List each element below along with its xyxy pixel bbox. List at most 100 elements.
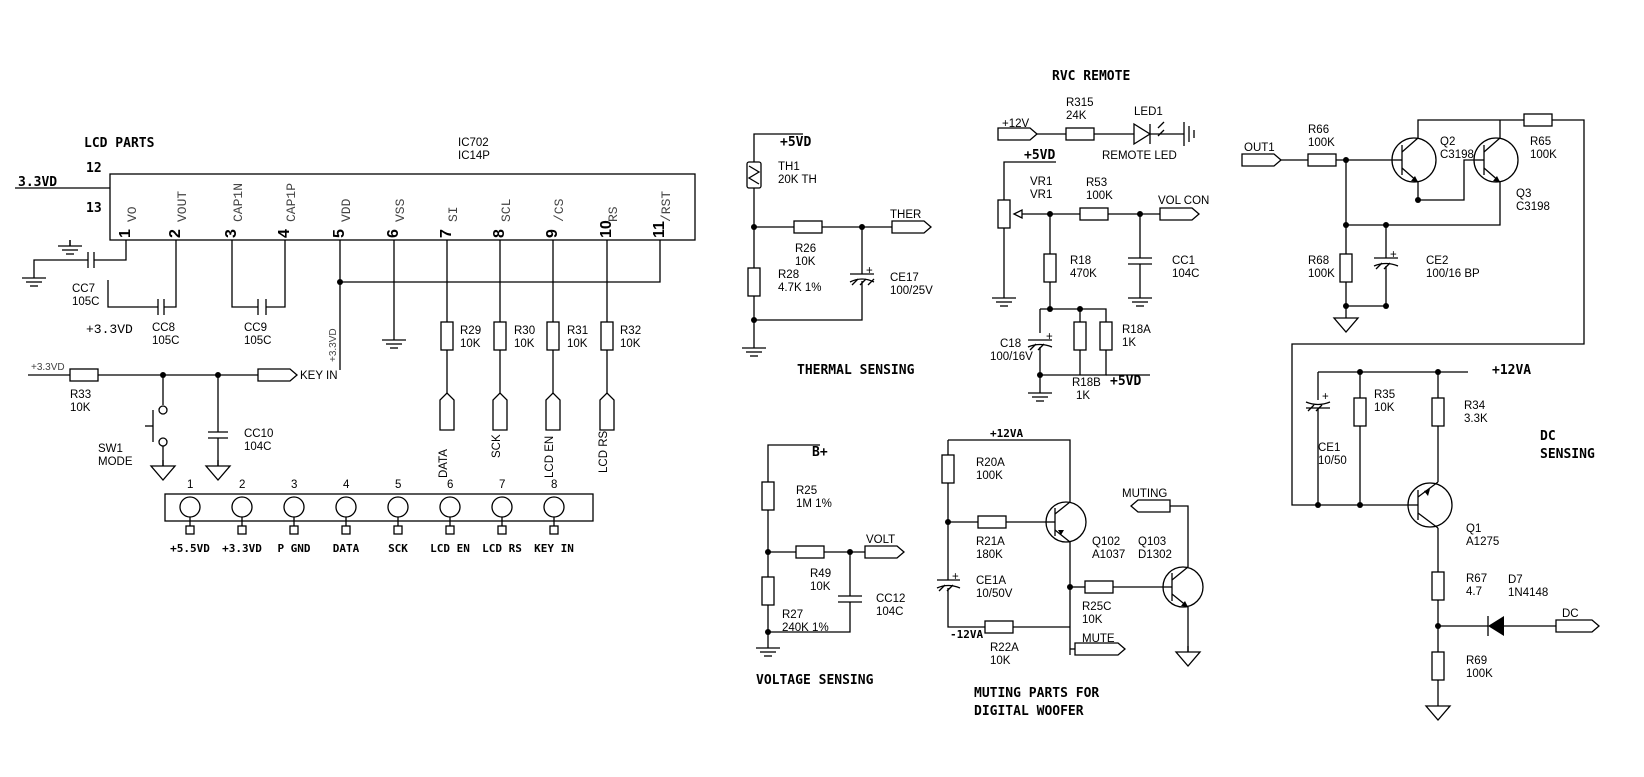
th1-value: 20K TH: [778, 174, 817, 186]
ic-pin-number: 5: [331, 229, 348, 238]
r53-ref: R53: [1086, 177, 1107, 189]
thermal-5vd-label: +5VD: [780, 135, 811, 150]
ic-pin-name: CAP1N: [231, 183, 246, 222]
ic-pin13-label: 13: [86, 201, 102, 216]
lcd-section: LCD PARTS IC702 IC14P 12 13 3.3VD 1VO2VO…: [15, 136, 696, 555]
muting-title-line1: MUTING PARTS FOR: [974, 686, 1099, 701]
r30-ref: R30: [514, 325, 535, 337]
r67-value: 4.7: [1466, 586, 1482, 598]
volcon-label: VOL CON: [1158, 195, 1209, 207]
ther-flag: [891, 220, 932, 234]
r22a-ref: R22A: [990, 642, 1019, 654]
ic-pin-number: 4: [276, 229, 293, 238]
connector-pin-label: LCD EN: [430, 542, 470, 555]
r31-ref: R31: [567, 325, 588, 337]
r25c-ref: R25C: [1082, 601, 1111, 613]
cc1-value: 104C: [1172, 268, 1200, 280]
muting-12va-label: +12VA: [990, 427, 1023, 440]
connector-pin-label: KEY IN: [534, 542, 574, 555]
connector-pin-number: 3: [291, 479, 297, 491]
bplus-label: B+: [812, 445, 828, 460]
r29-ref: R29: [460, 325, 481, 337]
plus33-small-label: +3.3VD: [31, 362, 65, 373]
ic-pin-name: /RST: [659, 191, 674, 222]
cc9-ref: CC9: [244, 322, 267, 334]
r65-ref: R65: [1530, 136, 1551, 148]
q103-ref: Q103: [1138, 536, 1166, 548]
r68-ref: R68: [1308, 255, 1329, 267]
connector-pin-label: SCK: [388, 542, 408, 555]
r28-ref: R28: [778, 269, 799, 281]
q1-ref: Q1: [1466, 523, 1481, 535]
lcd-title: LCD PARTS: [84, 136, 155, 151]
ic-pin-number: 3: [223, 229, 240, 238]
q103-value: D1302: [1138, 549, 1172, 561]
vr1-ref: VR1: [1030, 176, 1052, 188]
connector-pin-number: 7: [499, 479, 505, 491]
v12-label: +12V: [1002, 118, 1030, 130]
out1-flag: [1241, 153, 1282, 167]
connector-pin-number: 6: [447, 479, 453, 491]
thermal-title: THERMAL SENSING: [797, 363, 915, 378]
c18-ref: C18: [1000, 338, 1021, 350]
cc7-value: 105C: [72, 296, 100, 308]
r69-value: 100K: [1466, 668, 1493, 680]
q1-value: A1275: [1466, 536, 1499, 548]
r27-ref: R27: [782, 609, 803, 621]
ic-pin-name: /CS: [552, 198, 567, 222]
r25-value: 1M 1%: [796, 498, 832, 510]
ce1-value: 10/50: [1318, 455, 1347, 467]
dc-section: OUT1 R66 100K Q2 C3198 R65 100K Q3 C31: [1241, 113, 1600, 721]
muting-label: MUTING: [1122, 488, 1167, 500]
ce1a-value: 10/50V: [976, 588, 1013, 600]
ic702-value: IC14P: [458, 150, 490, 162]
r20a-ref: R20A: [976, 457, 1005, 469]
r18a-value: 1K: [1122, 337, 1136, 349]
ic-pin-number: 6: [385, 229, 402, 238]
connector-pin-label: +3.3VD: [222, 542, 262, 555]
ic-pin-number: 8: [491, 229, 508, 238]
connector-pin: [491, 496, 513, 518]
net-lcd-en: LCD EN: [544, 436, 556, 478]
connector-pin: [283, 496, 305, 518]
out1-label: OUT1: [1244, 142, 1275, 154]
cc9-value: 105C: [244, 335, 272, 347]
r18b-ref: R18B: [1072, 377, 1101, 389]
svg-text:+: +: [866, 265, 873, 277]
r26-ref: R26: [795, 243, 816, 255]
r30-value: 10K: [514, 338, 535, 350]
r29-value: 10K: [460, 338, 481, 350]
v33-left-label: 3.3VD: [18, 175, 57, 190]
r21a-value: 180K: [976, 549, 1003, 561]
rvc-5vd-label: +5VD: [1024, 148, 1055, 163]
r18b-value: 1K: [1076, 390, 1090, 402]
r66-ref: R66: [1308, 124, 1329, 136]
ic-pin-number: 1: [117, 229, 134, 238]
r35-ref: R35: [1374, 389, 1395, 401]
v12-flag: [997, 127, 1038, 141]
ic-pin-number: 2: [167, 229, 184, 238]
cc12-ref: CC12: [876, 593, 905, 605]
plus33-vertical-label: +3.3VD: [328, 328, 339, 362]
r34-value: 3.3K: [1464, 413, 1488, 425]
r67-ref: R67: [1466, 573, 1487, 585]
dc-title-line2: SENSING: [1540, 447, 1595, 462]
mute-flag: [1074, 642, 1126, 656]
r20a-value: 100K: [976, 470, 1003, 482]
connector-pin: [543, 496, 565, 518]
ic-pin-name: CAP1P: [284, 183, 299, 222]
ic-pin-name: VO: [125, 206, 140, 222]
connector-pin: [231, 496, 253, 518]
dc-12va-label: +12VA: [1492, 363, 1531, 378]
rvc-title: RVC REMOTE: [1052, 69, 1130, 84]
ther-label: THER: [890, 209, 921, 221]
r33-ref: R33: [70, 389, 91, 401]
q2-ref: Q2: [1440, 136, 1455, 148]
net-sck: SCK: [491, 434, 503, 458]
sw1-ref: SW1: [98, 443, 123, 455]
ce17-ref: CE17: [890, 272, 919, 284]
connector-pin-number: 1: [187, 479, 193, 491]
ic702-ref: IC702: [458, 137, 489, 149]
r69-ref: R69: [1466, 655, 1487, 667]
